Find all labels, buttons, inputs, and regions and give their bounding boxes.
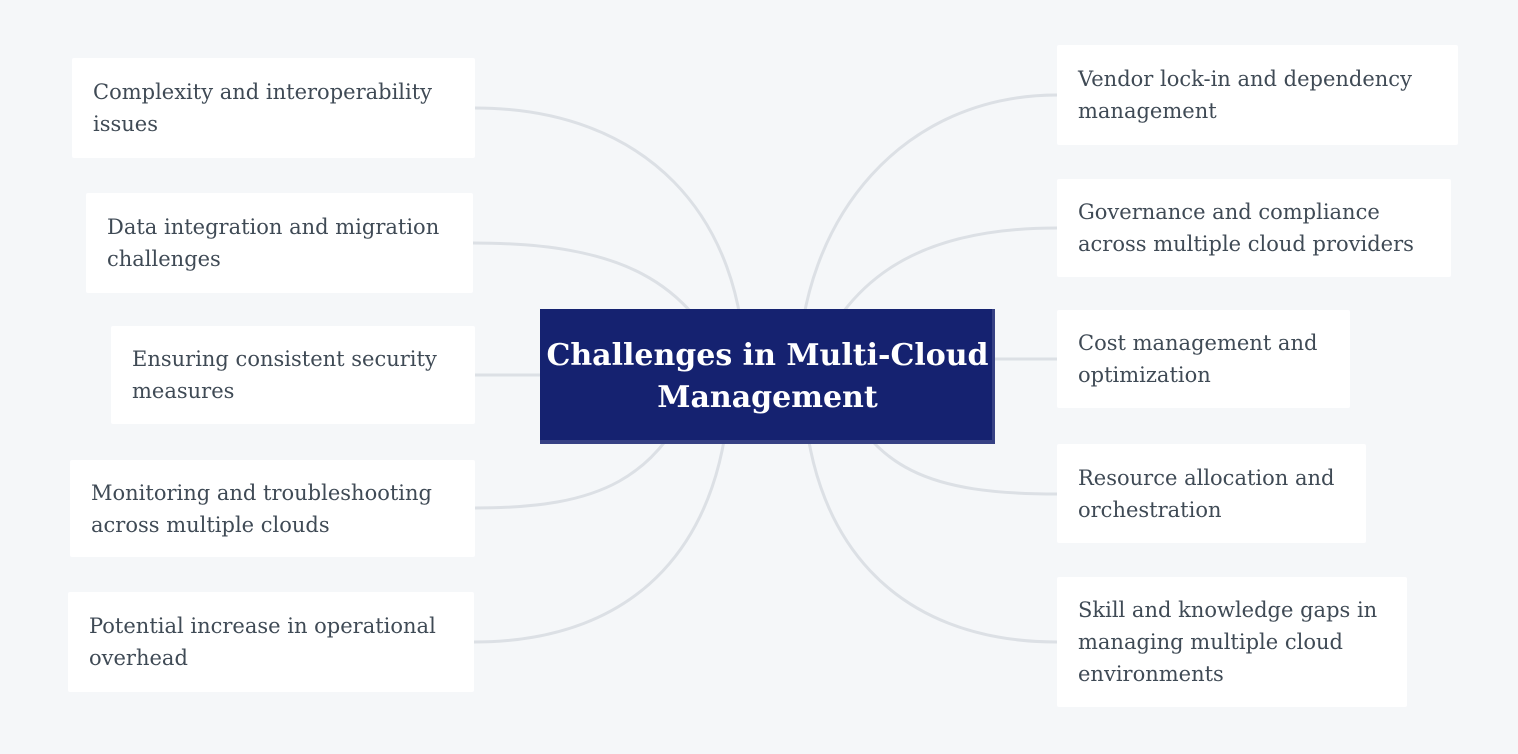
node-governance-compliance[interactable]: Governance and compliance across multipl… (1057, 179, 1451, 277)
node-label: Vendor lock-in and dependency management (1078, 67, 1412, 123)
node-label: Resource allocation and orchestration (1078, 465, 1335, 522)
node-monitoring-troubleshooting[interactable]: Monitoring and troubleshooting across mu… (70, 460, 475, 557)
node-cost-management[interactable]: Cost management and optimization (1057, 310, 1350, 408)
node-label: Cost management and optimization (1078, 331, 1318, 387)
central-topic-title: Challenges in Multi-Cloud Management (546, 337, 989, 415)
node-label: Data integration and migration challenge… (107, 215, 440, 271)
node-label: Governance and compliance across multipl… (1078, 200, 1414, 256)
node-consistent-security[interactable]: Ensuring consistent security measures (111, 326, 475, 424)
central-topic-node[interactable]: Challenges in Multi-Cloud Management (540, 309, 995, 444)
node-label: Skill and knowledge gaps in managing mul… (1078, 598, 1378, 686)
node-complexity-interoperability[interactable]: Complexity and interoperability issues (72, 58, 475, 158)
node-operational-overhead[interactable]: Potential increase in operational overhe… (68, 592, 474, 692)
node-vendor-lock-in[interactable]: Vendor lock-in and dependency management (1057, 45, 1458, 145)
node-label: Potential increase in operational overhe… (89, 614, 436, 670)
node-skill-knowledge-gaps[interactable]: Skill and knowledge gaps in managing mul… (1057, 577, 1407, 707)
node-label: Monitoring and troubleshooting across mu… (91, 480, 432, 537)
node-data-integration[interactable]: Data integration and migration challenge… (86, 193, 473, 293)
node-label: Ensuring consistent security measures (132, 347, 437, 403)
node-resource-allocation[interactable]: Resource allocation and orchestration (1057, 444, 1366, 543)
node-label: Complexity and interoperability issues (93, 80, 433, 136)
